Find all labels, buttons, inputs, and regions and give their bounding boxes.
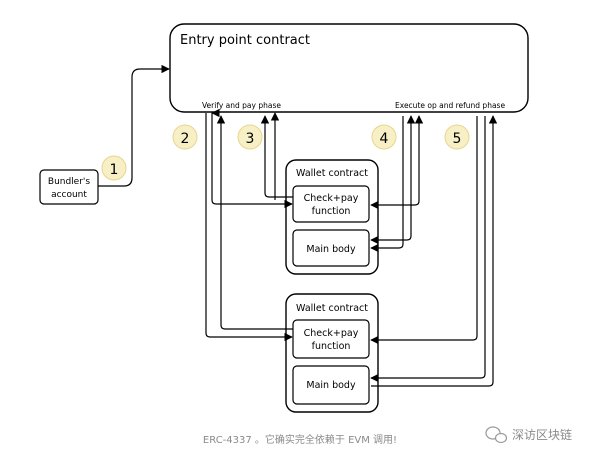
arrow-step4-check-pay (370, 115, 424, 210)
wallet-2-check-line2: function (312, 341, 351, 352)
wallet-2-main-body-box (292, 365, 370, 405)
svg-text:3: 3 (246, 131, 255, 147)
wallet-2-main-body: Main body (306, 380, 356, 391)
bundler-label-line2: account (51, 190, 87, 200)
bundler-account: Bundler's account (39, 169, 99, 205)
arrow-step3-wallet1 (260, 115, 293, 198)
step-marker-3: 3 (237, 124, 263, 150)
verify-phase-label: Verify and pay phase (202, 101, 281, 110)
svg-text:2: 2 (181, 131, 190, 147)
wechat-icon (485, 426, 508, 444)
entry-point-title: Entry point contract (180, 33, 310, 48)
watermark-text: 深访区块链 (512, 427, 572, 442)
arrow-step4-return (370, 116, 404, 253)
wallet-contract-2: Wallet contract Check+pay function Main … (285, 293, 379, 413)
figure-caption: ERC-4337 。它确实完全依赖于 EVM 调用! (203, 433, 397, 446)
arrow-step2-wallet1 (211, 113, 293, 209)
wallet-2-title: Wallet contract (296, 303, 368, 314)
svg-text:1: 1 (110, 162, 119, 178)
arrow-step4-main-body (370, 115, 416, 245)
wallet-1-check-line1: Check+pay (304, 193, 359, 204)
step-marker-4: 4 (371, 124, 397, 150)
svg-text:4: 4 (380, 131, 389, 147)
arrow-step5-return (371, 115, 498, 387)
step-marker-1: 1 (101, 155, 127, 181)
execute-phase-label: Execute op and refund phase (395, 101, 505, 110)
arrow-bundler-to-entry (98, 64, 170, 187)
step-marker-5: 5 (444, 124, 470, 150)
wallet-2-check-pay-box (292, 319, 370, 359)
arrow-step2-wallet2 (205, 113, 293, 342)
wallet-1-main-body: Main body (306, 244, 356, 255)
wallet-2-check-line1: Check+pay (304, 328, 359, 339)
arrow-step5-main-body (370, 116, 486, 383)
wallet-contract-1: Wallet contract Check+pay function Main … (285, 159, 379, 275)
wallet-1-main-body-box (292, 229, 370, 267)
bundler-label-line1: Bundler's (48, 177, 91, 187)
arrow-step3-wallet2 (216, 115, 293, 330)
wallet-1-title: Wallet contract (296, 168, 368, 179)
step-marker-2: 2 (172, 124, 198, 150)
arrow-step5-check-pay (370, 116, 478, 345)
wallet-1-check-pay-box (292, 185, 370, 223)
wallet-1-check-line2: function (312, 206, 351, 217)
svg-text:5: 5 (453, 131, 462, 147)
entry-point-contract: Entry point contract Verify and pay phas… (169, 23, 529, 113)
